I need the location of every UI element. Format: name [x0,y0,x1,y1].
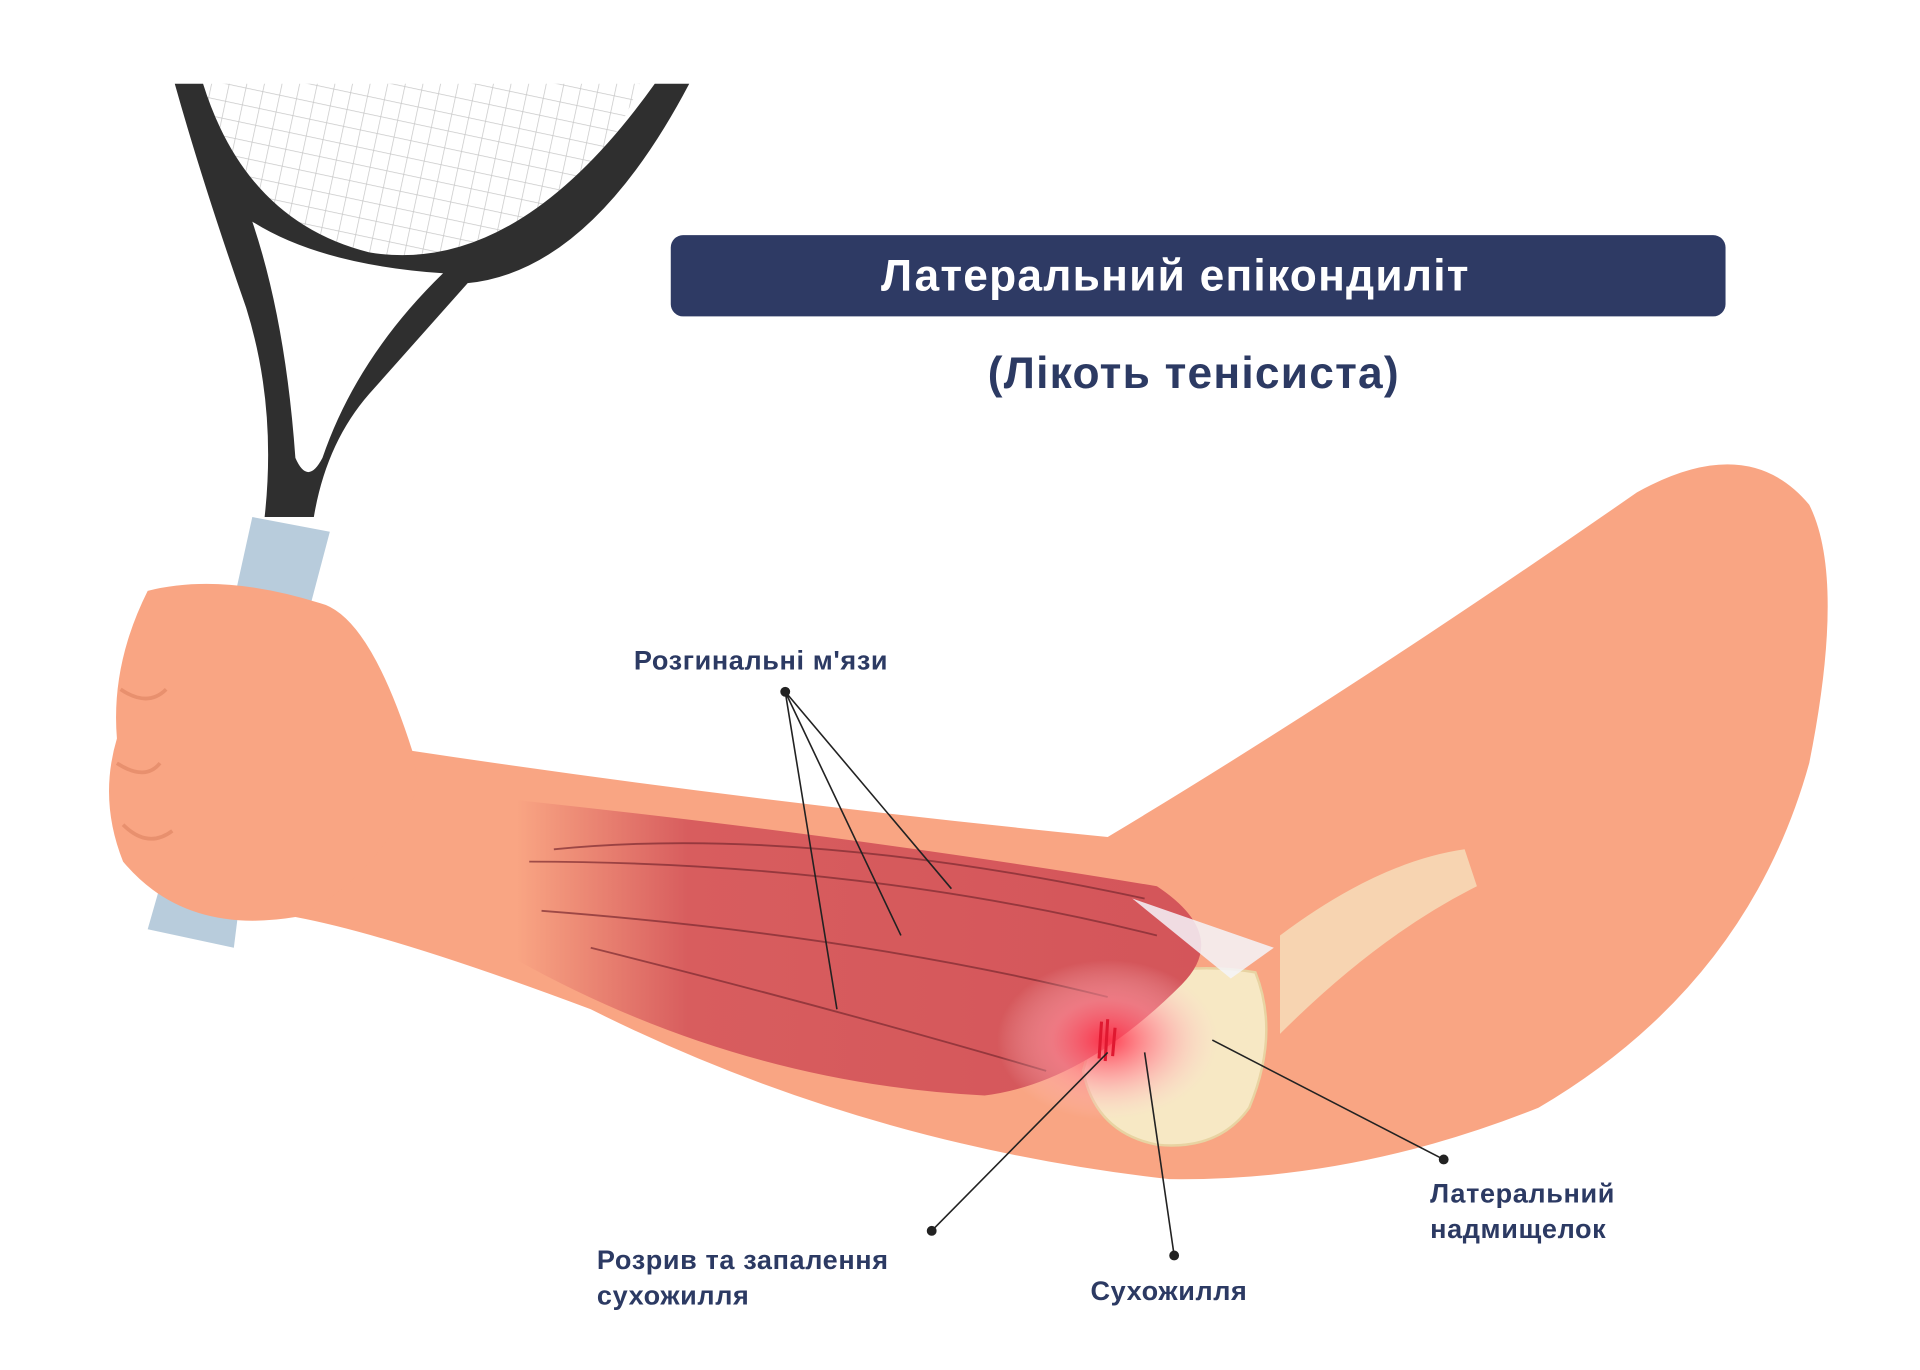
tendon-inflammation [996,960,1219,1121]
label-tear-line1: Розрив та запалення [597,1244,889,1275]
title-banner [670,235,1726,317]
leader-lines [784,691,1445,1256]
label-epicondyle-line1: Латеральний [1430,1178,1615,1209]
label-epicondyle-line2: надмищелок [1430,1213,1606,1244]
subtitle: (Лікоть тенісиста) [988,349,1400,398]
label-extensor-muscles: Розгинальні м'язи [634,645,888,676]
leader-dots [780,686,1449,1261]
label-tear-line2: сухожилля [597,1280,750,1311]
label-tendon: Сухожилля [1090,1275,1247,1306]
title: Латеральний епікондиліт [881,252,1470,301]
